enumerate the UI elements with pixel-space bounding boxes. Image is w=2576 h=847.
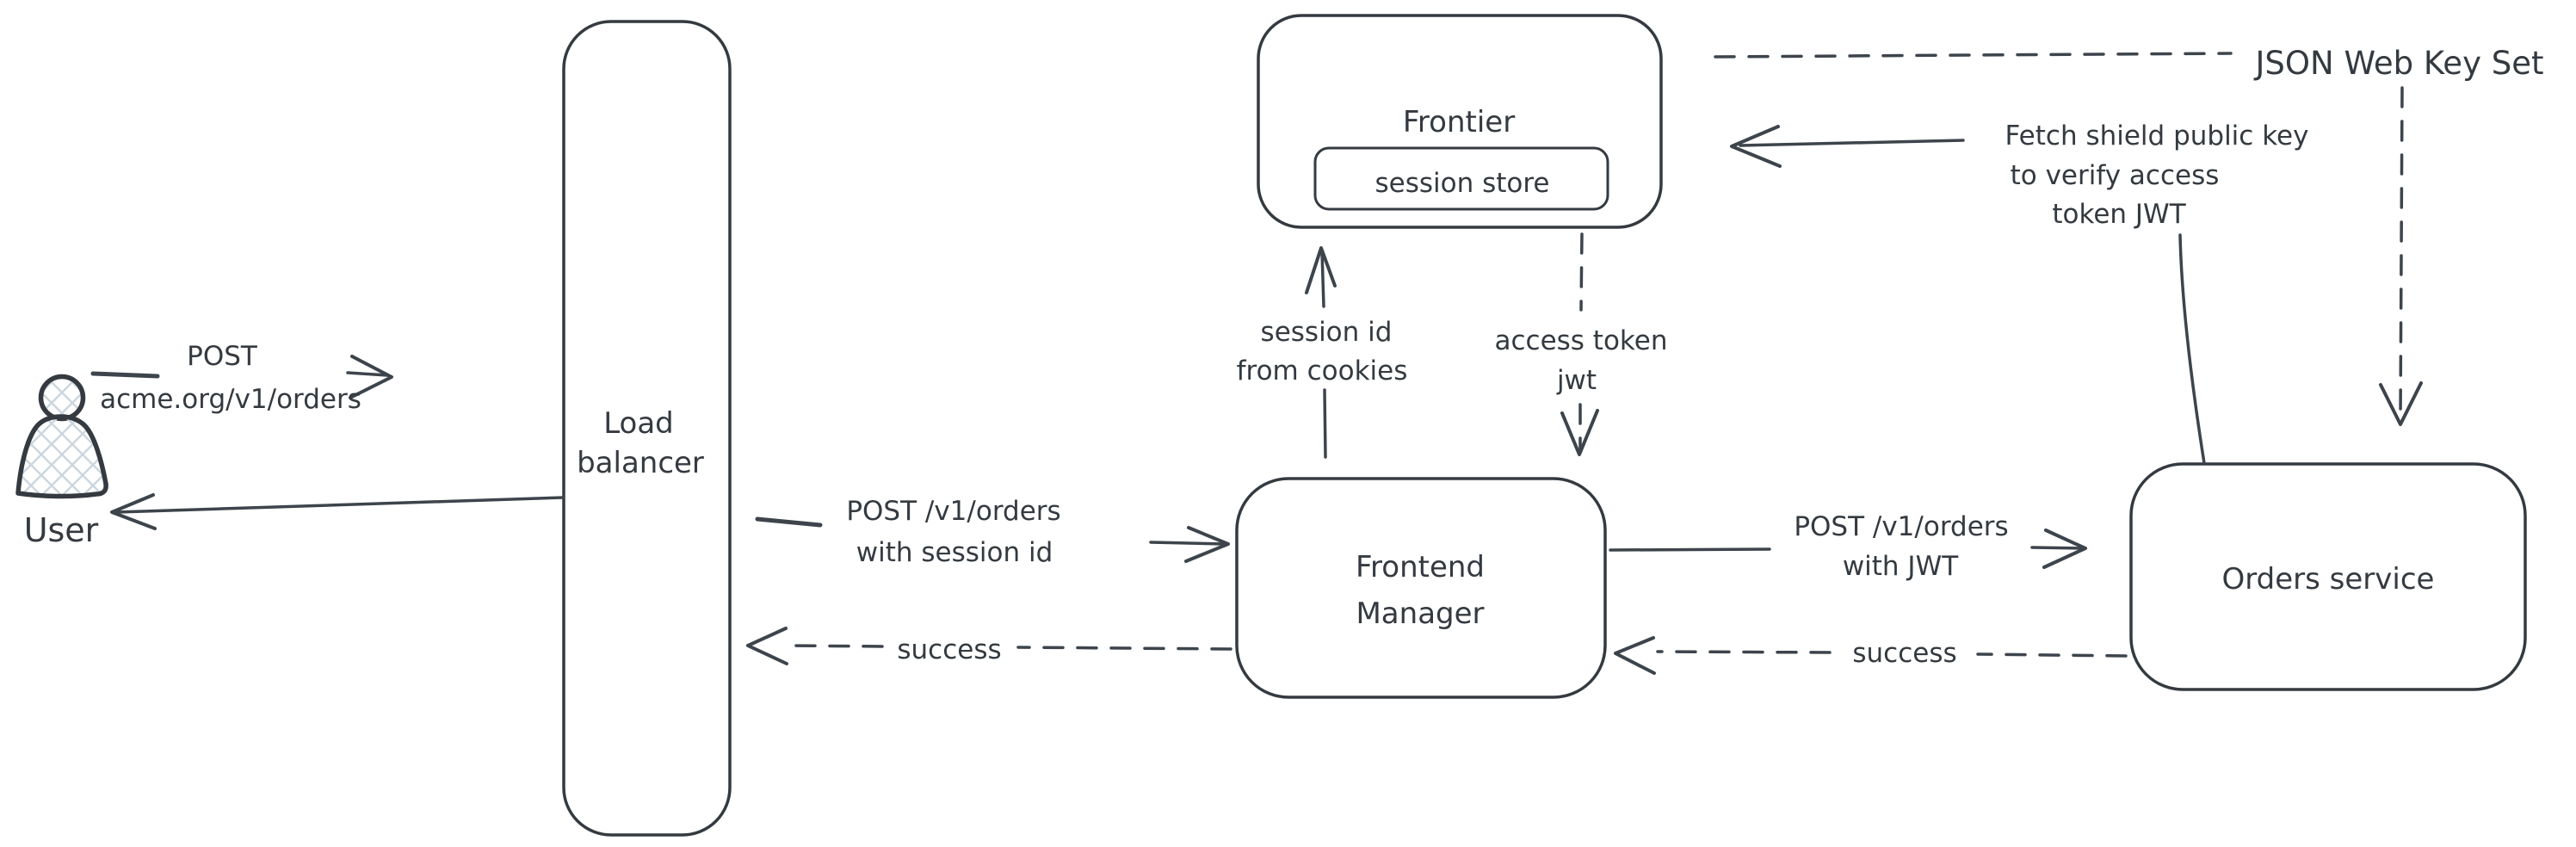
dashed-line xyxy=(1714,52,2233,59)
arrow-line xyxy=(755,516,823,528)
curved-line xyxy=(2178,233,2206,465)
edge-label-post-orders-jwt: POST /v1/orders xyxy=(1794,511,2008,542)
arrow-lb-to-frontend-manager: POST /v1/orders with session id xyxy=(755,496,1230,568)
load-balancer-box xyxy=(562,20,732,837)
orders-service-label: Orders service xyxy=(2222,562,2435,597)
edge-label-jwt: jwt xyxy=(1556,365,1597,396)
user-body-icon xyxy=(15,414,108,499)
edge-label-post-orders: POST /v1/orders xyxy=(846,496,1060,527)
arrow-frontend-manager-to-orders: POST /v1/orders with JWT xyxy=(1609,511,2087,582)
arrow-line xyxy=(115,496,565,514)
arrow-line xyxy=(1149,541,1226,546)
frontend-manager-node: Frontend Manager xyxy=(1235,477,1607,699)
frontend-manager-label-line1: Frontend xyxy=(1356,550,1485,584)
load-balancer-label-line2: balancer xyxy=(577,446,704,480)
arrow-line xyxy=(1609,547,1771,552)
arrowhead-right-icon xyxy=(1184,526,1230,563)
arrowhead-left-icon xyxy=(110,493,157,530)
arrow-line xyxy=(1320,250,1325,308)
arrow-line xyxy=(90,371,160,379)
frontend-manager-box xyxy=(1235,477,1607,699)
arrow-line xyxy=(1739,139,1965,147)
arrowhead-down-icon xyxy=(2379,381,2423,426)
edge-label-fetch-key-line3: token JWT xyxy=(2052,199,2186,230)
edge-label-with-jwt: with JWT xyxy=(1843,551,1959,582)
arrow-orders-to-frontier-fetch-key: Fetch shield public key to verify access… xyxy=(1730,121,2309,465)
dashed-line xyxy=(1579,232,1584,312)
user-node: User xyxy=(15,374,108,549)
edge-label-post: POST xyxy=(187,341,258,372)
edge-label-jwks: JSON Web Key Set xyxy=(2254,45,2544,82)
arrowhead-down-icon xyxy=(1560,409,1599,456)
arrowhead-left-icon xyxy=(1730,125,1782,168)
dashed-line xyxy=(2399,86,2404,422)
dashed-line xyxy=(1976,652,2128,658)
edge-label-fetch-key-line2: to verify access xyxy=(2011,160,2220,191)
edge-label-session-id: session id xyxy=(1261,317,1393,348)
arrowhead-left-icon xyxy=(746,627,788,665)
session-store-box xyxy=(1313,146,1609,211)
frontier-label: Frontier xyxy=(1403,105,1515,139)
arrowhead-left-icon xyxy=(1614,636,1656,675)
arrow-user-to-load-balancer: POST acme.org/v1/orders xyxy=(90,341,393,415)
arrowhead-right-icon xyxy=(2042,529,2087,569)
edge-label-with-session-id: with session id xyxy=(856,537,1053,568)
edge-label-fetch-key-line1: Fetch shield public key xyxy=(2005,121,2309,151)
user-label: User xyxy=(24,511,99,549)
orders-service-node: Orders service xyxy=(2129,462,2527,691)
arrow-frontend-manager-to-lb-success: success xyxy=(746,627,1232,665)
arrow-jwks: JSON Web Key Set xyxy=(1714,45,2544,426)
arrowhead-right-icon xyxy=(349,355,393,399)
load-balancer-node: Load balancer xyxy=(562,20,732,837)
edge-label-from-cookies: from cookies xyxy=(1237,355,1408,386)
user-head-icon xyxy=(38,374,86,422)
orders-service-box xyxy=(2129,462,2527,691)
frontend-manager-label-line2: Manager xyxy=(1356,597,1484,631)
arrow-frontend-manager-to-frontier: session id from cookies xyxy=(1237,246,1408,459)
arrow-load-balancer-to-user xyxy=(110,493,565,530)
arrow-orders-to-frontend-manager-success: success xyxy=(1614,636,2128,675)
edge-label-access-token: access token xyxy=(1494,325,1667,356)
arrow-frontier-to-frontend-manager: access token jwt xyxy=(1494,232,1668,456)
load-balancer-label-line1: Load xyxy=(603,406,674,441)
arrow-line xyxy=(346,371,389,377)
frontier-node: Frontier session store xyxy=(1257,14,1663,229)
arrowhead-up-icon xyxy=(1305,246,1337,294)
edge-label-success-right: success xyxy=(1852,638,1956,669)
edge-label-post-url: acme.org/v1/orders xyxy=(100,384,361,415)
edge-label-success-left: success xyxy=(897,634,1001,665)
session-store-label: session store xyxy=(1374,168,1549,199)
dashed-line xyxy=(1016,646,1232,651)
arrow-line xyxy=(2030,546,2083,550)
